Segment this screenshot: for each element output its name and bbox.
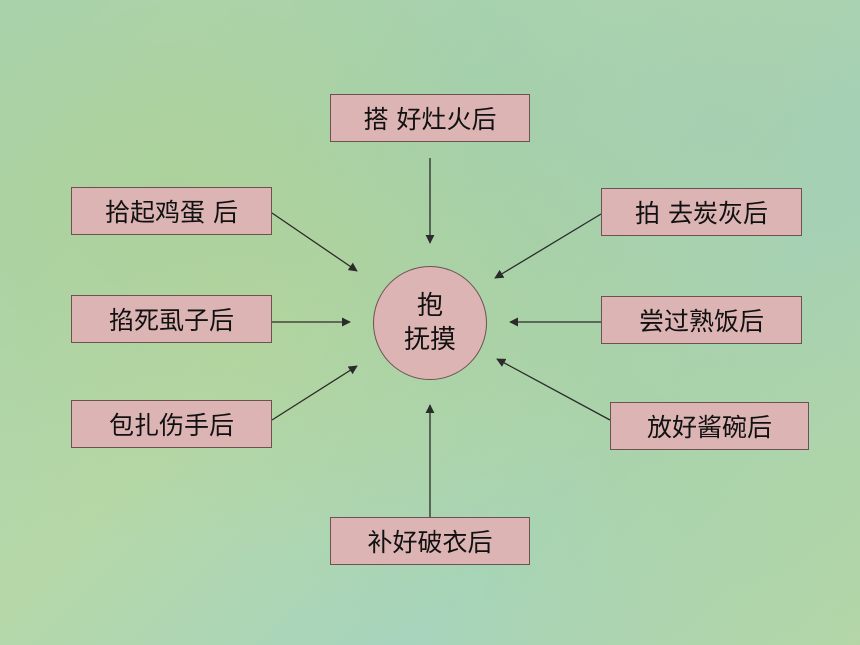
arrow-from-lower-right: [496, 358, 611, 421]
arrow-from-lower-left: [271, 365, 358, 421]
center-node: 抱 抚摸: [373, 266, 487, 380]
node-upper-right: 拍 去炭灰后: [601, 188, 802, 236]
node-upper-left: 拾起鸡蛋 后: [71, 187, 272, 235]
center-line-2: 抚摸: [403, 325, 456, 355]
node-lower-right: 放好酱碗后: [610, 402, 809, 450]
node-top: 搭 好灶火后: [330, 94, 530, 142]
node-middle-left: 掐死虱子后: [71, 295, 272, 343]
node-lower-left: 包扎伤手后: [71, 400, 272, 448]
node-middle-right: 尝过熟饭后: [601, 296, 802, 344]
arrow-from-upper-left: [271, 212, 358, 272]
arrow-from-upper-right: [494, 213, 602, 279]
node-bottom: 补好破衣后: [330, 517, 530, 565]
center-line-1: 抱: [416, 291, 443, 321]
